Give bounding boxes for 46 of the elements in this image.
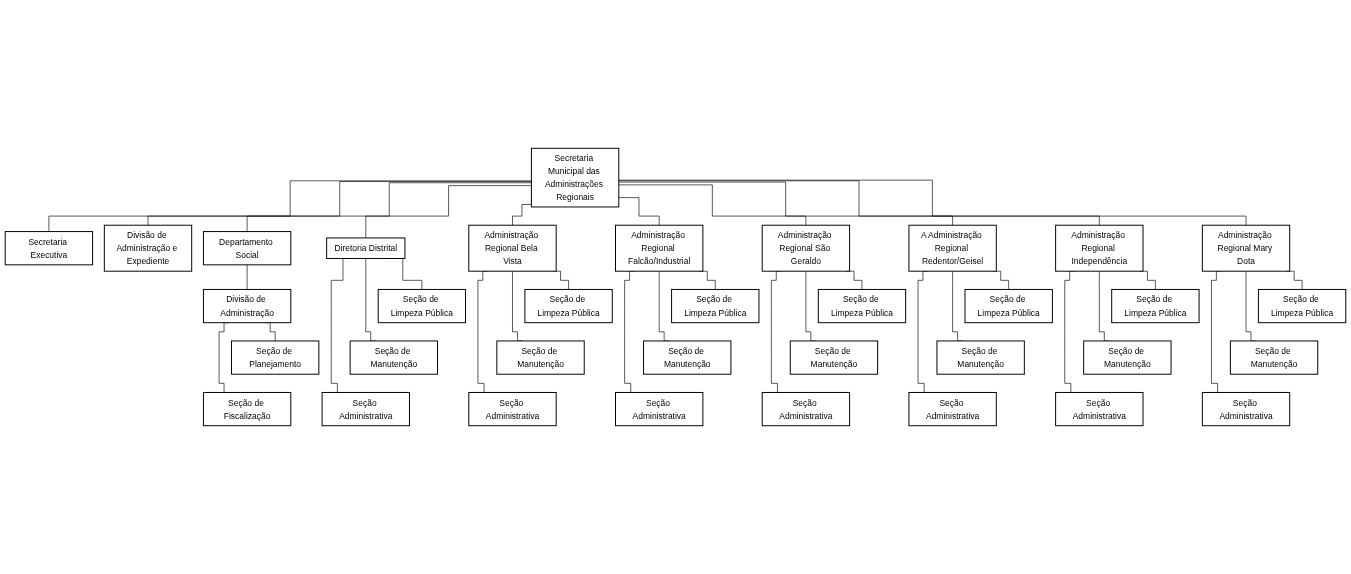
node-box: Administração Regional Mary Dota [1201,224,1291,272]
node-box: Seção Administrativa [908,392,997,427]
node-box: Seção de Limpeza Pública [377,288,467,324]
connector [618,184,807,226]
node-box: Divisão de Administração e Expediente [103,224,193,272]
node-box: Seção de Limpeza Pública [1111,288,1200,324]
node-box: Seção de Manutenção [496,340,585,375]
connector [512,204,532,226]
node-box: Seção de Manutenção [643,340,732,375]
node-box: Seção Administrativa [468,392,557,427]
node-box: Seção Administrativa [1055,392,1144,427]
node-box: A Administração Regional Redentor/Geisel [908,224,997,272]
connector [618,181,953,226]
node-box: Seção de Limpeza Pública [524,288,613,324]
node-box: Secretaria Municipal das Administrações Regionais [530,147,620,208]
node-box: Seção de Planejamento [231,340,320,375]
node-box: Administração Regional Bela Vista [468,224,557,272]
node-box: Administração Regional Falcão/Industrial [615,224,704,272]
connector [618,180,1100,226]
node-box: Seção Administrativa [761,392,851,427]
node-box: Divisão de Administração [202,288,292,324]
node-box: Seção de Limpeza Pública [964,288,1053,324]
node-box: Seção Administrativa [615,392,704,427]
node-box: Seção Administrativa [1201,392,1291,427]
connector [147,181,532,226]
connector [618,179,1247,226]
node-box: Seção de Limpeza Pública [1257,288,1347,324]
connector [246,264,248,290]
node-box: Seção de Fiscalização [202,392,292,427]
node-box: Seção de Manutenção [349,340,438,375]
node-box: Seção de Manutenção [789,340,879,375]
connector [618,197,660,226]
node-box: Seção de Manutenção [1083,340,1172,375]
node-box: Seção Administrativa [321,392,410,427]
node-box: Seção de Manutenção [1229,340,1319,375]
node-box: Administração Regional São Geraldo [761,224,851,272]
node-box: Secretaria Executiva [4,231,94,266]
node-box: Seção de Limpeza Pública [817,288,907,324]
node-box: Administração Regional Independência [1055,224,1144,272]
connector [48,180,532,232]
connector [246,182,532,232]
node-box: Diretoria Distrital [326,237,406,259]
node-box: Departamento Social [202,231,292,266]
connector [365,185,532,239]
node-box: Seção de Limpeza Pública [671,288,760,324]
node-box: Seção de Manutenção [936,340,1025,375]
